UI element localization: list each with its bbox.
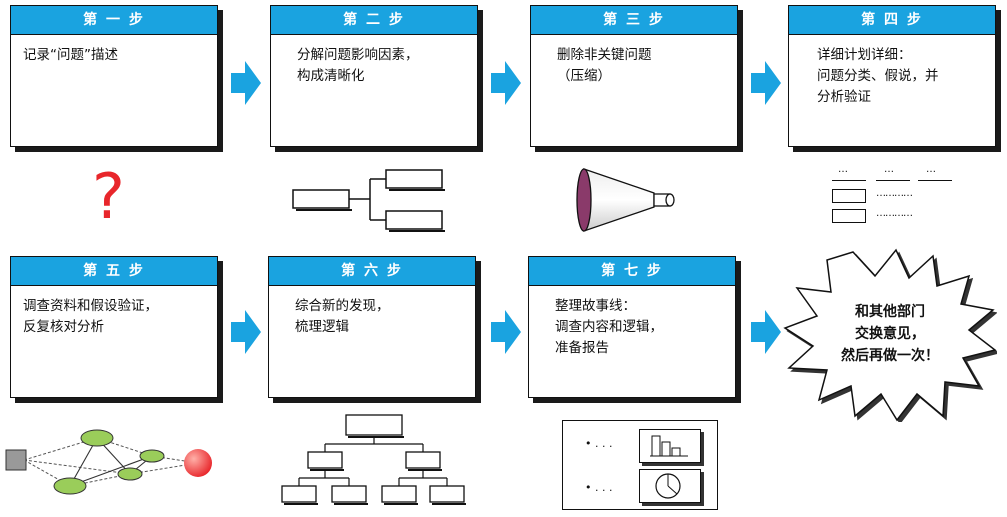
step-5-text: 调查资料和假设验证， 反复核对分析 bbox=[23, 298, 158, 335]
arrow-right-icon bbox=[491, 310, 521, 354]
step-7-card: 第 七 步 整理故事线： 调查内容和逻辑， 准备报告 bbox=[528, 256, 736, 398]
step-2-card: 第 二 步 分解问题影响因素， 构成清晰化 bbox=[270, 5, 478, 147]
step-4-title: 第 四 步 bbox=[789, 6, 995, 35]
starburst-shape bbox=[783, 248, 997, 422]
arrow-right-icon bbox=[491, 61, 521, 105]
step-2-title: 第 二 步 bbox=[271, 6, 477, 35]
pie-chart-slide bbox=[639, 469, 701, 503]
step-1-title: 第 一 步 bbox=[11, 6, 217, 35]
step-3-title: 第 三 步 bbox=[531, 6, 737, 35]
bullet-dots: • . . . bbox=[585, 437, 613, 450]
category-box bbox=[832, 189, 866, 203]
step-2-text: 分解问题影响因素， 构成清晰化 bbox=[297, 47, 419, 84]
divider-line bbox=[832, 180, 866, 181]
step-3-text: 删除非关键问题 （压缩） bbox=[557, 47, 652, 84]
dots-text: … bbox=[926, 164, 936, 175]
network-graph-icon bbox=[5, 429, 212, 495]
dots-text: … bbox=[838, 164, 848, 175]
bar-chart-slide bbox=[639, 429, 701, 463]
step-7-title: 第 七 步 bbox=[529, 257, 735, 286]
arrow-right-icon bbox=[231, 310, 261, 354]
arrow-right-icon bbox=[231, 61, 261, 105]
step-6-title: 第 六 步 bbox=[269, 257, 475, 286]
step-3-card: 第 三 步 删除非关键问题 （压缩） bbox=[530, 5, 738, 147]
pie-chart-icon bbox=[655, 473, 681, 499]
dots-text: … bbox=[884, 164, 894, 175]
arrow-right-icon bbox=[751, 61, 781, 105]
report-panel-icon: • . . . • . . . bbox=[562, 420, 718, 510]
category-box bbox=[832, 209, 866, 223]
question-mark-icon: ? bbox=[92, 160, 125, 233]
tree-breakdown-icon bbox=[292, 169, 445, 232]
divider-line bbox=[876, 180, 910, 181]
bar-chart-icon bbox=[650, 435, 688, 457]
step-7-text: 整理故事线： 调查内容和逻辑， 准备报告 bbox=[555, 298, 663, 356]
step-4-card: 第 四 步 详细计划详细： 问题分类、假说，并 分析验证 bbox=[788, 5, 996, 147]
step-1-card: 第 一 步 记录“问题”描述 bbox=[10, 5, 218, 147]
bullet-dots: • . . . bbox=[585, 481, 613, 494]
divider-line bbox=[918, 180, 952, 181]
final-message: 和其他部门 交换意见， 然后再做一次！ bbox=[841, 304, 939, 364]
step-1-text: 记录“问题”描述 bbox=[23, 47, 118, 63]
dots-text: ………… bbox=[876, 188, 913, 199]
step-5-card: 第 五 步 调查资料和假设验证， 反复核对分析 bbox=[10, 256, 218, 398]
step-6-text: 综合新的发现， 梳理逻辑 bbox=[295, 298, 390, 335]
step-5-title: 第 五 步 bbox=[11, 257, 217, 286]
hierarchy-tree-icon bbox=[281, 414, 466, 505]
dots-text: ………… bbox=[876, 208, 913, 219]
categorized-list-icon: … … … ………… ………… bbox=[832, 164, 952, 226]
step-4-text: 详细计划详细： 问题分类、假说，并 分析验证 bbox=[817, 47, 939, 105]
final-starburst: 和其他部门 交换意见， 然后再做一次！ bbox=[783, 246, 997, 422]
arrow-right-icon bbox=[751, 310, 781, 354]
funnel-compress-icon bbox=[576, 168, 675, 232]
step-6-card: 第 六 步 综合新的发现， 梳理逻辑 bbox=[268, 256, 476, 398]
